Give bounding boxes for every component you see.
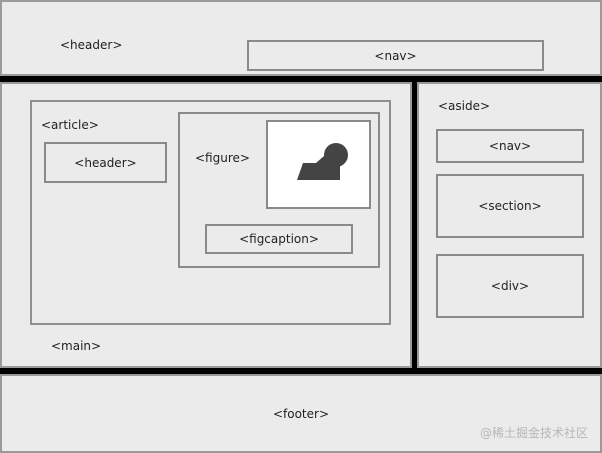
header-nav-box: <nav> [247, 40, 544, 71]
figure-box: <figure> <figcaption> [178, 112, 380, 268]
footer-region: <footer> [0, 374, 602, 453]
main-label: <main> [51, 339, 102, 353]
watermark: @稀土掘金技术社区 [479, 426, 588, 440]
header-region-label: <header> [60, 38, 123, 52]
article-label: <article> [41, 118, 99, 132]
aside-region: <aside> <nav> <section> <div> [417, 82, 602, 368]
aside-div-label: <div> [490, 279, 530, 293]
article-header-label: <header> [74, 155, 137, 170]
aside-div-box: <div> [436, 254, 584, 318]
article-box: <article> <header> <figure> <figcaption> [30, 100, 391, 325]
aside-section-box: <section> [436, 174, 584, 238]
article-header-box: <header> [44, 142, 167, 183]
aside-section-label: <section> [478, 199, 542, 213]
header-region: <header> <nav> [0, 0, 602, 76]
header-nav-label: <nav> [374, 48, 417, 63]
figure-label: <figure> [195, 151, 250, 165]
image-icon [297, 143, 348, 180]
aside-nav-box: <nav> [436, 129, 584, 163]
main-region: <article> <header> <figure> <figcaption>… [0, 82, 412, 368]
figcaption-label: <figcaption> [239, 232, 319, 246]
image-placeholder [266, 120, 371, 209]
aside-label: <aside> [438, 99, 491, 113]
aside-nav-label: <nav> [488, 139, 532, 153]
figcaption-box: <figcaption> [205, 224, 353, 254]
footer-label: <footer> [272, 406, 330, 421]
